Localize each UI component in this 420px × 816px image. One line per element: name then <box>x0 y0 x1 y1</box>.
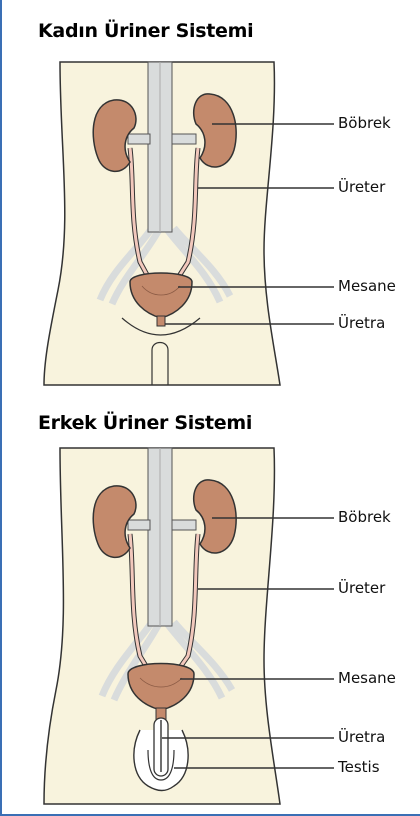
female-renal-vessel-left <box>128 134 150 144</box>
female-renal-vessel-right <box>172 134 196 144</box>
male-renal-vessel-right <box>172 520 196 530</box>
female-label-ureter: Üreter <box>338 178 385 196</box>
female-urethra <box>157 316 165 326</box>
female-label-kidney: Böbrek <box>338 114 391 132</box>
male-renal-vessel-left <box>128 520 150 530</box>
male-label-bladder: Mesane <box>338 669 396 687</box>
female-diagram <box>2 0 420 400</box>
male-label-ureter: Üreter <box>338 579 385 597</box>
male-label-kidney: Böbrek <box>338 508 391 526</box>
female-urinary-panel: Kadın Üriner Sistemi <box>2 0 420 400</box>
male-label-urethra: Üretra <box>338 728 385 746</box>
female-label-urethra: Üretra <box>338 314 385 332</box>
male-diagram <box>2 400 420 814</box>
male-urinary-panel: Erkek Üriner Sistemi <box>2 400 420 814</box>
male-label-testis: Testis <box>338 758 380 776</box>
female-label-bladder: Mesane <box>338 277 396 295</box>
